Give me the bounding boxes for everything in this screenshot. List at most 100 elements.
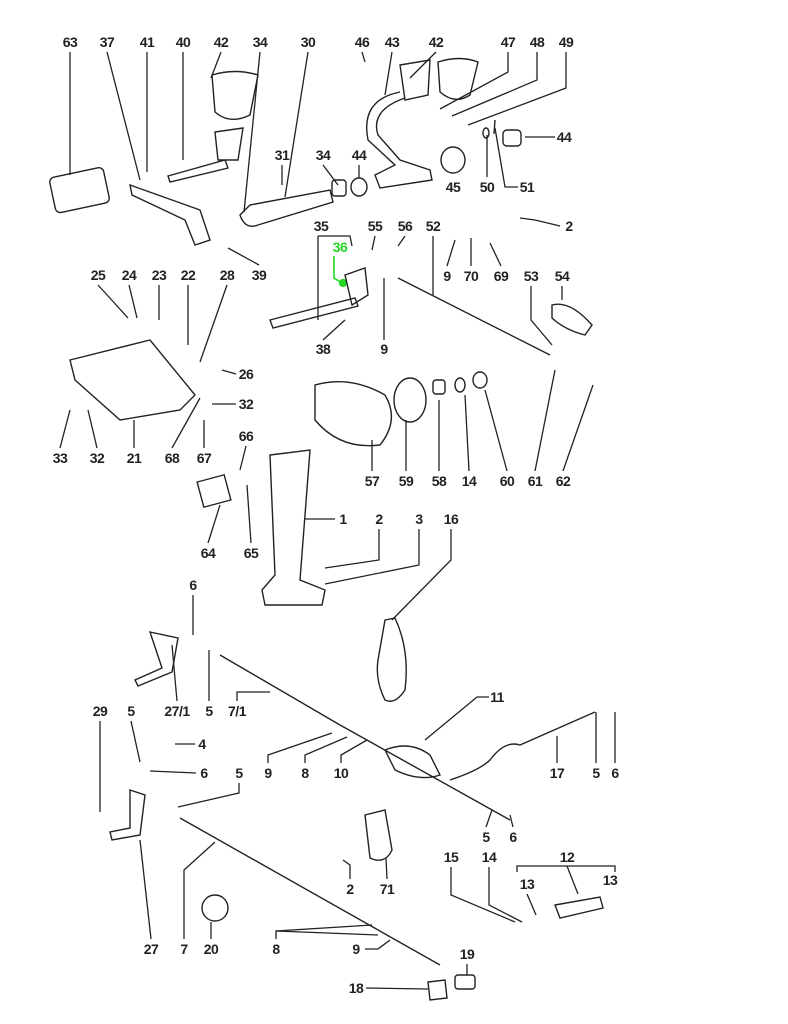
parts <box>49 57 604 1001</box>
callout-3: 3 <box>415 511 423 527</box>
callout-34: 34 <box>315 147 331 163</box>
callout-29: 29 <box>92 703 108 719</box>
callout-44: 44 <box>556 129 572 145</box>
callout-54: 54 <box>554 268 570 284</box>
lever-27-1 <box>134 631 179 687</box>
bushing-58 <box>432 379 446 395</box>
grommet-20 <box>201 894 229 922</box>
callout-2: 2 <box>375 511 383 527</box>
callout-31: 31 <box>274 147 290 163</box>
bushing-34 <box>331 179 347 197</box>
highlight-leader <box>333 256 343 284</box>
callout-2: 2 <box>565 218 573 234</box>
callout-17: 17 <box>549 765 565 781</box>
highlight-dot <box>338 278 348 288</box>
callout-9: 9 <box>264 765 272 781</box>
callout-14: 14 <box>481 849 497 865</box>
callout-5: 5 <box>205 703 213 719</box>
spring-45 <box>440 146 466 174</box>
lever-36 <box>344 267 369 307</box>
callout-63: 63 <box>62 34 78 50</box>
callout-38: 38 <box>315 341 331 357</box>
callout-34: 34 <box>252 34 268 50</box>
callout-25: 25 <box>90 267 106 283</box>
callout-16: 16 <box>443 511 459 527</box>
callout-33: 33 <box>52 450 68 466</box>
callout-9: 9 <box>443 268 451 284</box>
callout-58: 58 <box>431 473 447 489</box>
callout-64: 64 <box>200 545 216 561</box>
callout-14: 14 <box>461 473 477 489</box>
callout-18: 18 <box>348 980 364 996</box>
accelerator-pedal <box>261 449 326 606</box>
callout-5: 5 <box>482 829 490 845</box>
callout-46: 46 <box>354 34 370 50</box>
sleeve-19 <box>454 974 476 990</box>
callout-32: 32 <box>238 396 254 412</box>
callout-6: 6 <box>509 829 517 845</box>
cable-7-1 <box>219 654 341 726</box>
tube-17 <box>449 711 596 781</box>
callout-12: 12 <box>559 849 575 865</box>
callout-9: 9 <box>380 341 388 357</box>
pedal-stop-plate <box>49 167 110 214</box>
shaft-35 <box>269 297 359 329</box>
callout-28: 28 <box>219 267 235 283</box>
callout-13: 13 <box>519 876 535 892</box>
pedal-bracket-21 <box>69 339 196 421</box>
callout-51: 51 <box>519 179 535 195</box>
pedal-pad-right <box>437 57 479 100</box>
cable-main <box>339 724 511 821</box>
callout-42: 42 <box>213 34 229 50</box>
callout-49: 49 <box>558 34 574 50</box>
washer-50 <box>482 127 490 139</box>
callout-24: 24 <box>121 267 137 283</box>
shaft-12 <box>554 896 604 919</box>
callout-57: 57 <box>364 473 380 489</box>
cable-52 <box>397 277 551 356</box>
callout-5: 5 <box>592 765 600 781</box>
callout-10: 10 <box>333 765 349 781</box>
callout-40: 40 <box>175 34 191 50</box>
pin-51 <box>493 119 496 135</box>
callout-69: 69 <box>493 268 509 284</box>
pedal-pad-left <box>211 70 259 120</box>
pedal-arm-left <box>167 127 244 183</box>
callout-32: 32 <box>89 450 105 466</box>
callout-53: 53 <box>523 268 539 284</box>
callout-21: 21 <box>126 450 142 466</box>
callout-61: 61 <box>527 473 543 489</box>
callout-37: 37 <box>99 34 115 50</box>
bushing-44-right <box>502 129 522 147</box>
boot-54 <box>551 303 593 336</box>
nut-60 <box>472 371 488 389</box>
callout-30: 30 <box>300 34 316 50</box>
brake-pedal <box>366 59 433 189</box>
callout-68: 68 <box>164 450 180 466</box>
callout-56: 56 <box>397 218 413 234</box>
callout-59: 59 <box>398 473 414 489</box>
callout-39: 39 <box>251 267 267 283</box>
callout-44: 44 <box>351 147 367 163</box>
callout-65: 65 <box>243 545 259 561</box>
callout-19: 19 <box>459 946 475 962</box>
clutch-lever <box>129 183 211 246</box>
callout-9: 9 <box>352 941 360 957</box>
callout-36-highlighted[interactable]: 36 <box>332 239 348 255</box>
callout-70: 70 <box>463 268 479 284</box>
callout-7: 7 <box>180 941 188 957</box>
callout-27-1: 27/1 <box>164 703 190 719</box>
callout-48: 48 <box>529 34 545 50</box>
callout-42: 42 <box>428 34 444 50</box>
washer-14 <box>454 377 466 393</box>
callout-6: 6 <box>611 765 619 781</box>
callout-23: 23 <box>151 267 167 283</box>
callout-5: 5 <box>235 765 243 781</box>
callout-15: 15 <box>443 849 459 865</box>
callout-2: 2 <box>346 881 354 897</box>
callout-26: 26 <box>238 366 254 382</box>
callout-20: 20 <box>203 941 219 957</box>
bolt-18 <box>427 979 448 1001</box>
